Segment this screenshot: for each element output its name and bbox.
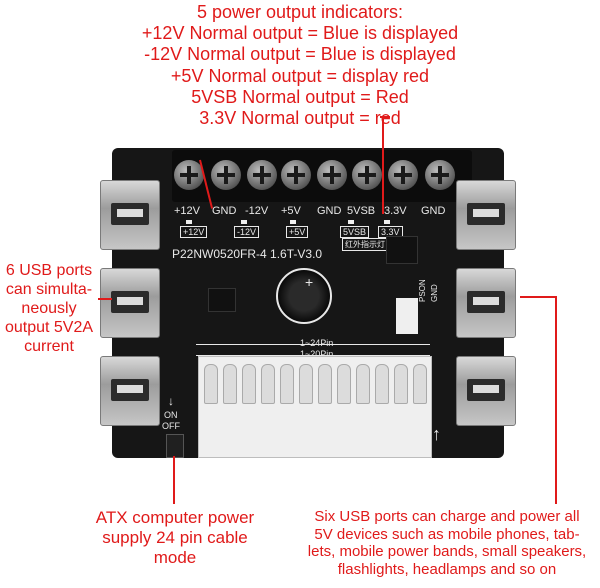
annotation-line: mode: [153, 548, 197, 568]
connector-pin: [299, 364, 313, 404]
model-number: P22NW0520FR-4 1.6T-V3.0: [172, 247, 323, 261]
terminal-label: GND: [421, 205, 446, 217]
ir-indicator-label: 红外指示灯: [342, 238, 388, 251]
connector-pin: [204, 364, 218, 404]
side-label: PSON: [418, 279, 427, 302]
capacitor-plus: +: [305, 274, 314, 290]
usb-port: [456, 356, 516, 426]
indicator-label: -12V: [234, 226, 260, 238]
capacitor: [276, 268, 332, 324]
usb-ports-description: 6 USB ports can simulta- neously output …: [0, 262, 98, 356]
connector-pin: [375, 364, 389, 404]
switch-on-label: ON: [164, 410, 178, 420]
terminal-screw: [317, 160, 347, 190]
ir-receiver: [386, 236, 418, 264]
connector-pin: [413, 364, 427, 404]
charging-description: Six USB ports can charge and power all 5…: [296, 508, 598, 579]
annotation-line: 3.3V Normal output = red: [199, 108, 401, 129]
annotation-arrow: [382, 118, 384, 214]
annotation-line: 5V devices such as mobile phones, tab-: [314, 525, 580, 543]
indicator-label: +12V: [180, 226, 208, 238]
terminal-screw: [352, 160, 382, 190]
arrow-up-icon: ↑: [432, 424, 441, 444]
terminal-screw: [211, 160, 241, 190]
pin-range-label: 1~20Pin: [300, 349, 334, 359]
switch-off-label: OFF: [162, 421, 180, 431]
connector-pin: [394, 364, 408, 404]
annotation-line: Six USB ports can charge and power all: [314, 508, 580, 525]
terminal-label: 5VSB: [347, 205, 376, 217]
terminal-screw: [281, 160, 311, 190]
annotation-line: output 5V2A: [4, 318, 94, 336]
annotation-line: +12V Normal output = Blue is displayed: [141, 23, 459, 44]
connector-pin: [356, 364, 370, 404]
annotation-arrow: [173, 456, 175, 504]
terminal-label: +5V: [281, 205, 301, 217]
annotation-arrow: [520, 296, 556, 298]
annotation-line: 6 USB ports: [5, 262, 93, 279]
indicator-label: 5VSB: [340, 226, 370, 238]
connector-pin: [280, 364, 294, 404]
annotation-line: can simulta-: [5, 280, 93, 298]
indicator-led: [186, 220, 192, 224]
annotation-line: supply 24 pin cable: [102, 528, 248, 548]
power-switch: [166, 434, 184, 458]
annotation-arrow: [555, 296, 557, 504]
usb-port: [456, 180, 516, 250]
connector-pin: [261, 364, 275, 404]
indicator-led: [348, 220, 354, 224]
connector-pin: [337, 364, 351, 404]
usb-port: [456, 268, 516, 338]
terminal-label: 3.3V: [384, 205, 407, 217]
annotation-line: +5V Normal output = display red: [170, 65, 430, 86]
annotation-line: -12V Normal output = Blue is displayed: [144, 44, 456, 65]
usb-port: [100, 180, 160, 250]
side-label: GND: [430, 284, 439, 302]
annotation-line: neously: [21, 299, 77, 317]
indicator-led: [241, 220, 247, 224]
pin-range-line: [196, 355, 430, 356]
atx-description: ATX computer power supply 24 pin cable m…: [70, 508, 280, 568]
indicator-label: +5V: [286, 226, 309, 238]
terminal-screw: [247, 160, 277, 190]
annotation-arrow: [98, 298, 112, 300]
annotation-line: current: [24, 337, 74, 355]
ic-chip: [208, 288, 236, 312]
annotation-line: flashlights, headlamps and so on: [337, 561, 557, 579]
terminal-screw: [388, 160, 418, 190]
annotation-line: ATX computer power: [95, 508, 255, 527]
usb-port: [100, 356, 160, 426]
annotation-arrow: [380, 116, 390, 118]
connector-pin: [223, 364, 237, 404]
terminal-label: GND: [212, 205, 237, 217]
terminal-screw: [425, 160, 455, 190]
pson-connector: [396, 298, 418, 334]
annotation-line: lets, mobile power bands, small speakers…: [307, 543, 587, 561]
indicator-led: [290, 220, 296, 224]
arrow-down-icon: ↓: [168, 394, 174, 408]
indicator-led: [384, 220, 390, 224]
indicator-description: 5 power output indicators: +12V Normal o…: [90, 2, 510, 129]
terminal-label: +12V: [174, 205, 200, 217]
terminal-label: GND: [317, 205, 342, 217]
annotation-line: 5VSB Normal output = Red: [191, 86, 409, 107]
connector-pin: [242, 364, 256, 404]
terminal-screw: [174, 160, 204, 190]
connector-pin: [318, 364, 332, 404]
usb-port: [100, 268, 160, 338]
pin-range-line: [196, 344, 430, 345]
pin-range-label: 1~24Pin: [300, 338, 334, 348]
atx-24pin-connector: [198, 356, 432, 458]
annotation-line: 5 power output indicators:: [196, 2, 404, 22]
terminal-label: -12V: [245, 205, 269, 217]
